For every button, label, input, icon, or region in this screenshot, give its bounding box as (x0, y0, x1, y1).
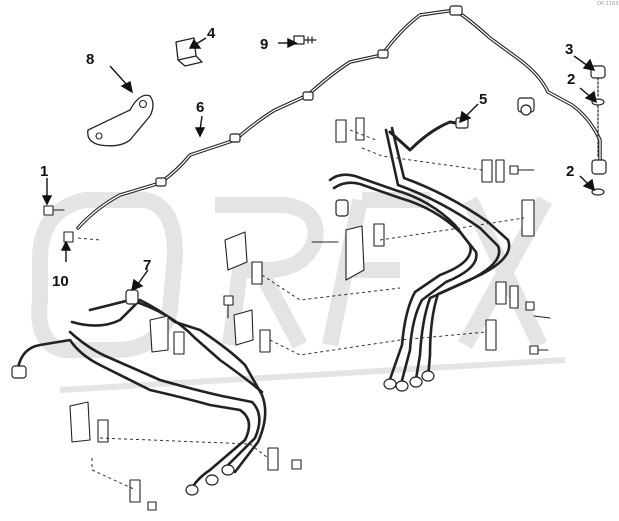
callout-8: 8 (86, 51, 94, 68)
pipe-connectors (155, 5, 535, 187)
fitting-and-washers (590, 65, 607, 196)
bracket (87, 94, 154, 147)
callout-2a: 2 (567, 71, 575, 88)
fuel-line-bundle-right (328, 126, 511, 390)
callout-labels: 1 2 2 3 4 5 6 7 8 9 10 (40, 25, 575, 290)
callout-1: 1 (40, 163, 48, 180)
bolt (293, 35, 317, 45)
callout-7: 7 (143, 257, 151, 274)
callout-2b: 2 (566, 163, 574, 180)
corner-stamp: OP-1163 (597, 1, 619, 7)
short-fuel-line (388, 120, 464, 152)
mounting-clips (69, 117, 535, 503)
bolts (43, 165, 551, 511)
clamp (175, 37, 203, 67)
callout-3: 3 (565, 41, 573, 58)
callout-5: 5 (479, 91, 487, 108)
callout-6: 6 (196, 99, 204, 116)
callout-4: 4 (207, 25, 216, 42)
fuel-line-bundle-left (16, 298, 267, 494)
assembly-lines (77, 129, 525, 491)
callout-arrows (41, 37, 597, 292)
callout-10: 10 (52, 273, 69, 290)
callout-9: 9 (260, 36, 268, 53)
